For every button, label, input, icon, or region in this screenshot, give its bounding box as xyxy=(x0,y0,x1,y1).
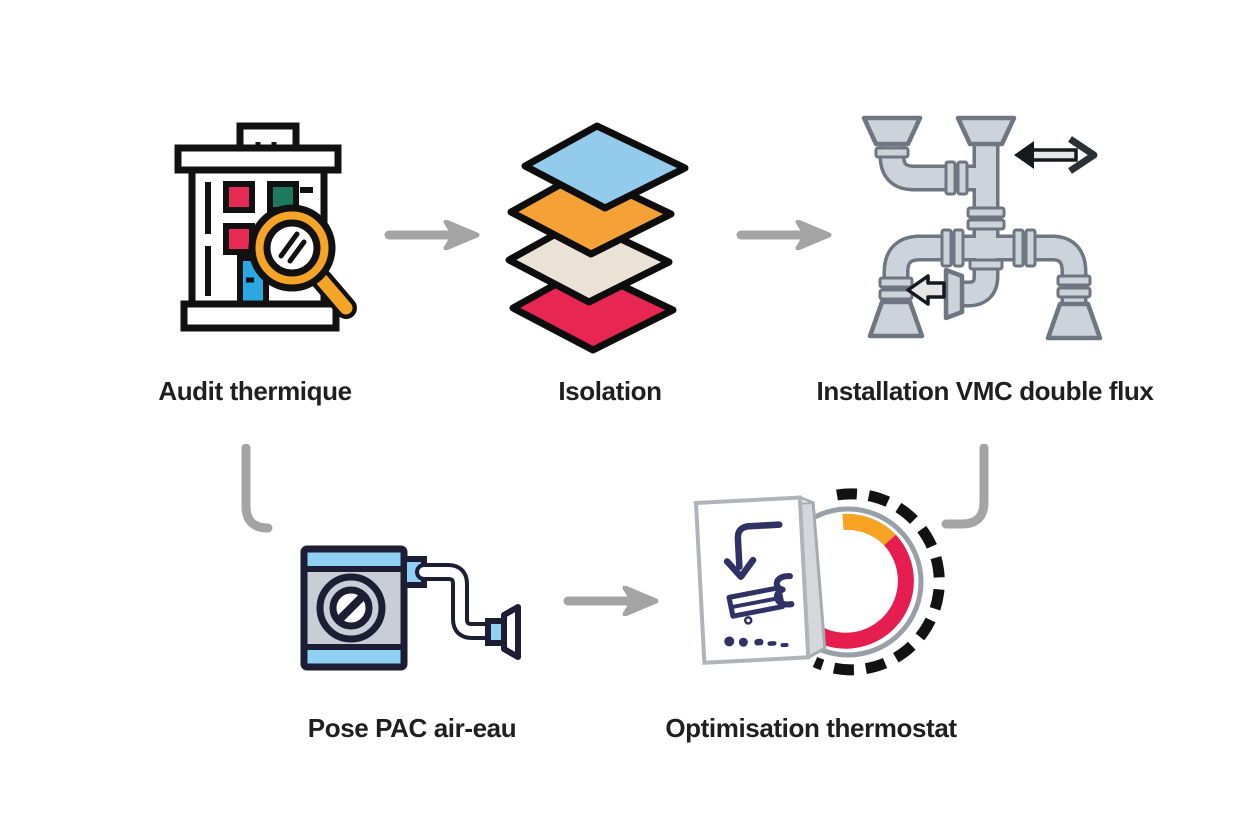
thermostat-panel xyxy=(692,495,827,665)
window-pink xyxy=(223,223,255,255)
double-arrow-icon xyxy=(1014,136,1098,174)
gauge-red xyxy=(804,534,914,649)
step-label-isolation: Isolation xyxy=(558,376,662,406)
pipe-flange xyxy=(943,267,965,321)
connector-elbow-right xyxy=(941,444,989,529)
arrow-right-icon xyxy=(563,586,659,616)
step-label-thermostat: Optimisation thermostat xyxy=(665,713,957,743)
vent-funnel xyxy=(861,115,923,147)
down-arrow-glyph xyxy=(734,521,783,571)
window-pink xyxy=(223,181,255,213)
left-arrow-icon xyxy=(906,274,946,306)
step-label-pac: Pose PAC air-eau xyxy=(307,713,517,743)
nozzle-bell xyxy=(501,604,521,660)
step-label-vmc: Installation VMC double flux xyxy=(816,376,1154,406)
insulation-layers-icon xyxy=(505,122,689,354)
ventilation-pipes-icon xyxy=(861,115,1103,341)
vent-funnel xyxy=(955,115,1017,147)
layer-blue xyxy=(521,122,689,212)
building-audit-icon xyxy=(174,122,357,332)
gauge-orange xyxy=(842,513,896,546)
vent-funnel xyxy=(1045,301,1103,341)
arrow-right-icon xyxy=(736,220,832,250)
thermostat-dial-icon xyxy=(692,488,945,676)
vent-funnel xyxy=(867,299,925,339)
epsilon-glyph xyxy=(773,573,795,608)
connector-elbow-left xyxy=(241,444,273,533)
magnifier-icon xyxy=(248,204,357,319)
fan-icon xyxy=(316,573,386,643)
step-label-audit-thermique: Audit thermique xyxy=(158,376,352,406)
dial-dashed-arc xyxy=(812,488,945,676)
dots-row xyxy=(724,636,789,648)
heat-pump-icon xyxy=(300,545,521,671)
arrow-right-icon xyxy=(384,220,480,250)
